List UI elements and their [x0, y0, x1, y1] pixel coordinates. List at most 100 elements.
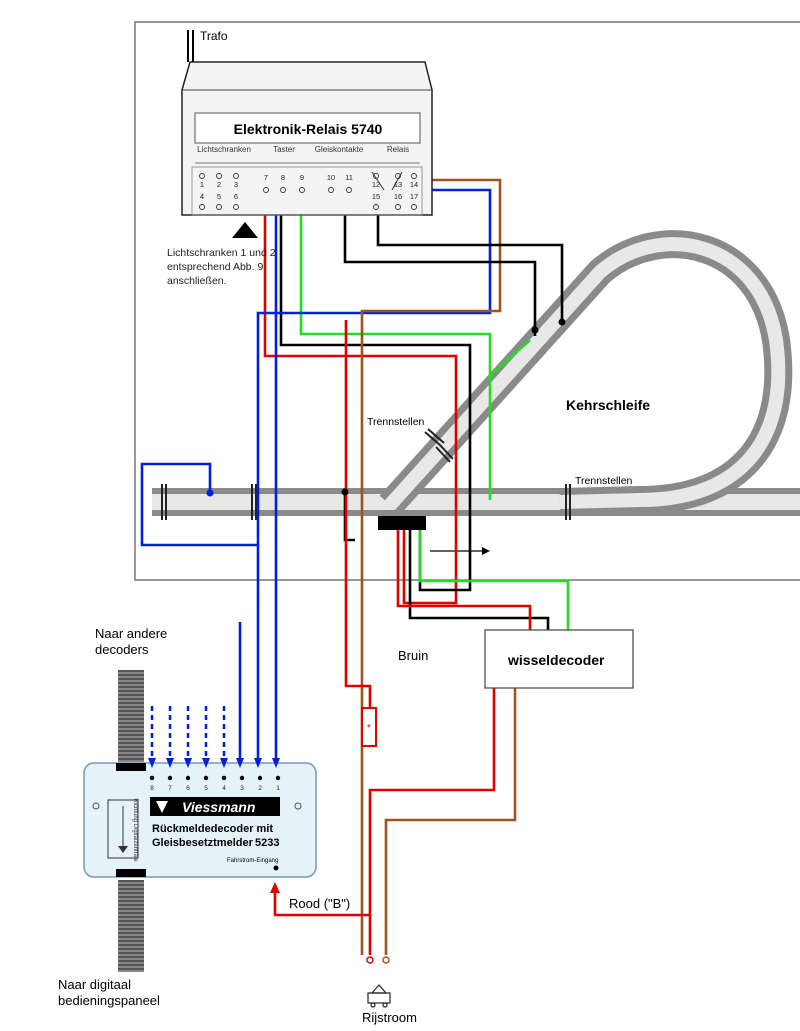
track-group — [152, 230, 800, 555]
terminal-a-hole — [199, 173, 205, 179]
terminal-relais-b-label: 17 — [410, 192, 418, 201]
section-relais: Relais — [387, 145, 409, 154]
brand-v-icon — [156, 801, 168, 813]
terminal-a-label: 3 — [234, 180, 238, 189]
terminal-relais-a-label: 12 — [372, 180, 380, 189]
channel-terminal — [257, 775, 263, 781]
black-wire-relay — [279, 190, 472, 592]
decoder-line-2: Gleisbesetztmelder — [152, 837, 254, 849]
pointer-triangle-icon — [232, 222, 258, 238]
brown-wire-relay — [360, 178, 502, 512]
terminal-taster-label: 8 — [281, 173, 285, 182]
terminal-taster-hole — [263, 187, 269, 193]
trafo-label: Trafo — [200, 29, 228, 43]
other-decoders-label-1: Naar andere — [95, 626, 167, 641]
blue-wire-input1 — [274, 190, 294, 760]
terminal-taster-label: 7 — [264, 173, 268, 182]
brand-logo: Viessmann — [182, 799, 255, 815]
red-b-label: Rood ("B") — [289, 896, 350, 911]
terminal-relais-b-hole — [373, 204, 379, 210]
input-label: Fahrstrom-Eingang — [227, 858, 278, 864]
channel-terminal — [149, 775, 155, 781]
other-decoders-label-2: decoders — [95, 642, 149, 657]
loop-dot-1 — [531, 326, 539, 334]
rijstroom-label: Rijstroom — [362, 1010, 417, 1025]
terminal-relais-a-label: 13 — [394, 180, 402, 189]
red-b-arrow — [270, 882, 280, 893]
dashed-input-arrowhead — [220, 758, 228, 768]
panel-label-2: bedieningspaneel — [58, 993, 160, 1008]
separators-label-2: Trennstellen — [575, 475, 633, 487]
ribbon-bottom — [118, 880, 144, 972]
terminal-a-label: 2 — [217, 180, 221, 189]
fuse-mark: * — [367, 723, 371, 734]
red-wire-rijstroom — [368, 688, 496, 955]
terminal-gk-label: 10 — [327, 173, 335, 182]
dashed-inputs — [148, 706, 228, 768]
relay-switch — [371, 171, 403, 191]
terminal-b-hole — [199, 204, 205, 210]
channel-terminal — [221, 775, 227, 781]
dashed-input-arrowhead — [148, 758, 156, 768]
terminal-taster-hole — [280, 187, 286, 193]
terminal-taster-label: 9 — [300, 173, 304, 182]
panel-label-1: Naar digitaal — [58, 977, 131, 992]
track-feeder — [378, 516, 426, 530]
terminal-relais-b-label: 15 — [372, 192, 380, 201]
channel-label: 2 — [258, 785, 262, 792]
channel-terminal — [239, 775, 245, 781]
terminal-taster-hole — [299, 187, 305, 193]
channel-label: 8 — [150, 785, 154, 792]
brown-wire-decoder — [384, 688, 517, 955]
side-label: Richtung Digitalzentrale — [132, 798, 138, 862]
rijstroom-terminal-red — [366, 956, 374, 964]
channel-label: 3 — [240, 785, 244, 792]
blue-wire-track — [140, 462, 258, 547]
input-arrowhead — [272, 758, 280, 768]
terminal-relais-a-label: 14 — [410, 180, 418, 189]
terminal-relais-a-hole — [411, 173, 417, 179]
green-wire-loop — [299, 190, 531, 379]
red-wire-b — [273, 890, 370, 917]
blue-track-dot — [206, 489, 214, 497]
channel-label: 5 — [204, 785, 208, 792]
blue-wire-input2 — [256, 188, 492, 760]
terminal-relais-b-hole — [411, 204, 417, 210]
channel-label: 4 — [222, 785, 226, 792]
terminal-relais-b-hole — [395, 204, 401, 210]
section-taster: Taster — [273, 145, 295, 154]
decoder-line-1: Rückmeldedecoder mit — [152, 823, 273, 835]
red-wire-relay — [263, 190, 458, 605]
channel-terminal — [275, 775, 281, 781]
black-wire-decoder — [408, 530, 550, 630]
feedback-decoder-5233: Richtung Digitalzentrale Viessmann Rückm… — [83, 670, 317, 972]
ribbon-top — [118, 670, 144, 762]
terminal-b-label: 4 — [200, 192, 204, 201]
loop-track-inner — [384, 237, 786, 510]
channel-terminal — [167, 775, 173, 781]
decoder-model: 5233 — [255, 837, 279, 849]
fuse — [361, 707, 377, 747]
channel-terminal — [185, 775, 191, 781]
terminal-a-hole — [233, 173, 239, 179]
relay-note-1: Lichtschranken 1 und 2 — [167, 247, 276, 259]
rijstroom-terminal-brown — [382, 956, 390, 964]
terminal-relais-b-label: 16 — [394, 192, 402, 201]
separators-label-1: Trennstellen — [367, 416, 425, 428]
relay-note-3: anschließen. — [167, 275, 227, 287]
channel-terminal — [203, 775, 209, 781]
relay-note-2: entsprechend Abb. 9 — [167, 261, 263, 273]
switch-decoder-label: wisseldecoder — [507, 652, 605, 668]
section-lichtschranken: Lichtschranken — [197, 145, 251, 154]
terminal-gk-hole — [346, 187, 352, 193]
brown-wire-label: Bruin — [398, 648, 428, 663]
dashed-input-arrowhead — [202, 758, 210, 768]
feedback-decoder-housing — [83, 762, 317, 878]
terminal-gk-hole — [328, 187, 334, 193]
terminal-a-label: 1 — [200, 180, 204, 189]
loop-label: Kehrschleife — [566, 397, 650, 413]
terminal-gk-label: 11 — [345, 173, 353, 182]
